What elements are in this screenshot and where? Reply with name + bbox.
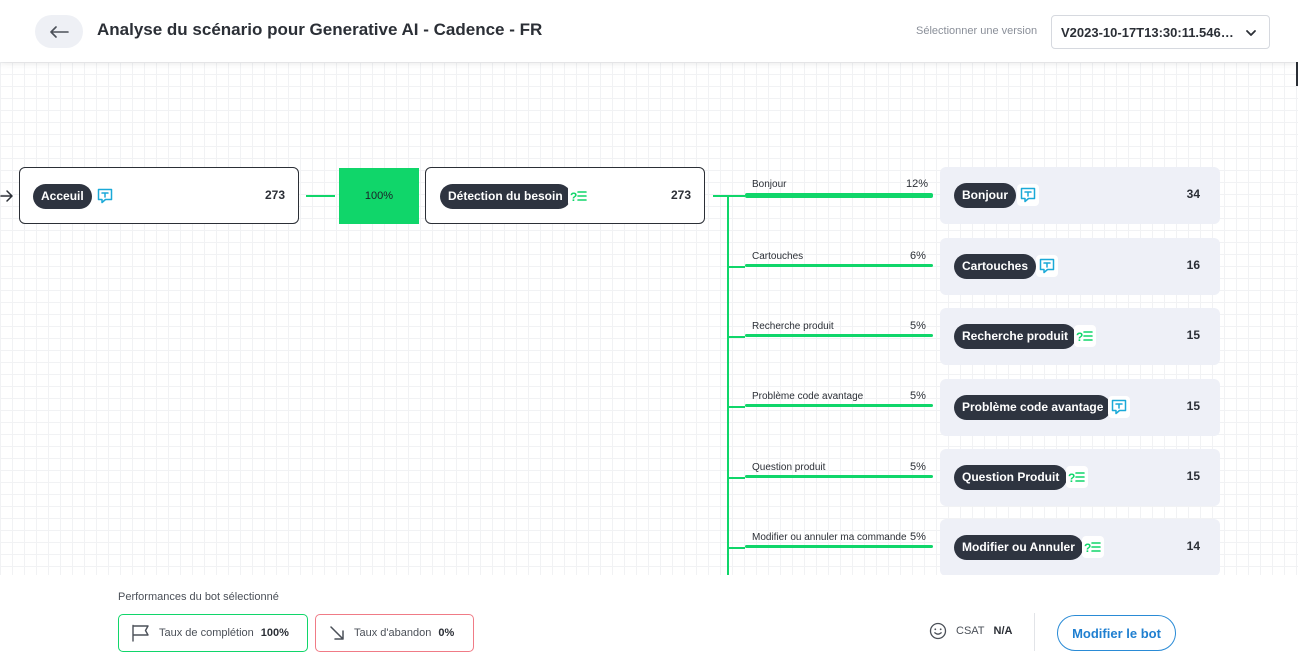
completion-value: 100% [260, 627, 289, 639]
abandon-label: Taux d'abandon [354, 627, 432, 639]
connector-line [306, 195, 335, 197]
branch-connector [727, 477, 745, 479]
svg-text:?: ? [1068, 471, 1075, 484]
smiley-icon [929, 622, 947, 640]
abandon-value: 0% [438, 627, 455, 639]
scenario-canvas[interactable]: Acceuil 273 100% Détection du besoin ? 2… [0, 62, 1298, 575]
branch-pct: 6% [910, 250, 926, 262]
branch-bar [745, 264, 933, 267]
message-icon [1108, 396, 1130, 418]
target-node-label: Modifier ou Annuler [954, 535, 1083, 560]
branch-label: Cartouches [752, 251, 804, 262]
branch-pct: 5% [910, 531, 926, 543]
node-detection[interactable]: Détection du besoin ? 273 [425, 167, 705, 224]
svg-text:?: ? [1076, 330, 1083, 343]
branch-label: Bonjour [752, 179, 787, 190]
target-node-count: 15 [1186, 469, 1200, 483]
target-node-label: Recherche produit [954, 324, 1077, 349]
branch-pct: 5% [910, 390, 926, 402]
completion-label: Taux de complétion [159, 627, 254, 639]
target-node-label: Problème code avantage [954, 395, 1112, 420]
flag-icon [131, 624, 151, 642]
arrow-left-icon [50, 25, 69, 38]
branch-pct: 5% [910, 461, 926, 473]
edit-bot-button[interactable]: Modifier le bot [1057, 615, 1176, 651]
connector-line [713, 195, 729, 197]
csat-indicator: CSAT N/A [929, 622, 1012, 640]
target-node-recherche-produit[interactable]: Recherche produit ? 15 [940, 308, 1220, 365]
arrow-down-right-icon [328, 624, 346, 642]
performance-title: Performances du bot sélectionné [118, 591, 279, 603]
target-node-bonjour[interactable]: Bonjour 34 [940, 167, 1220, 224]
question-list-icon: ? [1082, 536, 1104, 558]
abandon-rate-kpi: Taux d'abandon 0% [315, 614, 474, 652]
message-icon [1036, 255, 1058, 277]
csat-value: N/A [993, 625, 1013, 637]
branch-label: Question produit [752, 462, 826, 473]
node-acceuil[interactable]: Acceuil 273 [19, 167, 299, 224]
footer-divider [1034, 613, 1035, 651]
branch-connector [727, 547, 745, 549]
header-bar: Analyse du scénario pour Generative AI -… [0, 0, 1298, 62]
target-node-cartouches[interactable]: Cartouches 16 [940, 238, 1220, 295]
version-select[interactable]: V2023-10-17T13:30:11.5461... [1051, 15, 1270, 49]
branch-label: Problème code avantage [752, 391, 864, 402]
branch-trunk [727, 195, 729, 575]
branch-connector [727, 266, 745, 268]
branch-label: Modifier ou annuler ma commande [752, 532, 907, 543]
message-icon [94, 185, 116, 207]
branch-pct: 5% [910, 320, 926, 332]
branch-bar [745, 193, 933, 198]
back-button[interactable] [35, 15, 83, 48]
branch-pct: 12% [906, 178, 929, 190]
performance-footer: Performances du bot sélectionné Taux de … [0, 575, 1298, 663]
branch-bar [745, 545, 933, 548]
branch-connector [727, 406, 745, 408]
completion-rate-kpi: Taux de complétion 100% [118, 614, 308, 652]
question-list-icon: ? [568, 185, 590, 207]
branch-connector [727, 195, 745, 197]
node-detection-label: Détection du besoin [440, 184, 571, 209]
message-icon [1017, 184, 1039, 206]
question-list-icon: ? [1066, 466, 1088, 488]
version-value: V2023-10-17T13:30:11.5461... [1061, 24, 1237, 40]
target-node-label: Question Produit [954, 465, 1068, 490]
csat-label: CSAT [956, 625, 985, 637]
page-title: Analyse du scénario pour Generative AI -… [97, 20, 543, 39]
target-node-modifier-annuler[interactable]: Modifier ou Annuler ? 14 [940, 519, 1220, 575]
target-node-question-produit[interactable]: Question Produit ? 15 [940, 449, 1220, 506]
branch-bar [745, 475, 933, 478]
branch-label: Recherche produit [752, 321, 834, 332]
svg-text:?: ? [1084, 541, 1091, 554]
version-label: Sélectionner une version [916, 25, 1038, 37]
target-node-count: 15 [1186, 328, 1200, 342]
target-node-probleme-code-avantage[interactable]: Problème code avantage 15 [940, 379, 1220, 436]
target-node-count: 15 [1186, 399, 1200, 413]
svg-text:?: ? [570, 190, 577, 203]
question-list-icon: ? [1074, 325, 1096, 347]
node-acceuil-label: Acceuil [33, 184, 92, 209]
target-node-count: 16 [1186, 258, 1200, 272]
chevron-down-icon [1246, 30, 1256, 36]
target-node-label: Cartouches [954, 254, 1037, 279]
branch-bar [745, 404, 933, 407]
node-detection-count: 273 [670, 188, 691, 202]
target-node-count: 14 [1186, 539, 1200, 553]
target-node-count: 34 [1186, 187, 1200, 201]
transition-rate: 100% [339, 168, 419, 224]
target-node-label: Bonjour [954, 183, 1016, 208]
canvas-scroll-indicator [1296, 62, 1298, 86]
arrow-right-icon [0, 190, 13, 202]
branch-bar [745, 334, 933, 337]
node-acceuil-count: 273 [264, 188, 285, 202]
branch-connector [727, 336, 745, 338]
